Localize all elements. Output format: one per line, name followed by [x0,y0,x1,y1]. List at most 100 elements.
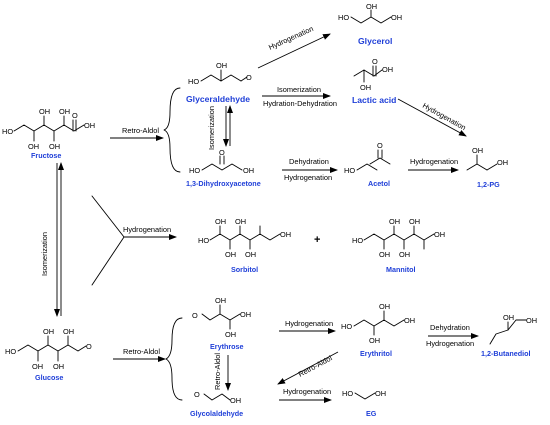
fructose-oh-4: OH [49,142,60,151]
ethylene-glycol-name: EG [366,409,377,418]
label-retro-aldol-erythritol: Retro-Aldol [297,353,334,378]
dha-o: O [219,148,225,157]
hydrogenation-arrow-glycerol [257,33,331,69]
label-hydrogenation-pg: Hydrogenation [410,157,458,166]
fructose-oh-3: OH [39,107,50,116]
label-retro-aldol-erythrose: Retro-Aldol [213,353,222,390]
sorbitol-oh-3: OH [235,217,246,226]
erythritol-structure: HO OH OH OH [341,302,415,345]
label-hydrogenation-acetol: Hydrogenation [284,173,332,182]
label-retro-aldol-glucose: Retro-Aldol [123,347,160,356]
glycerol-name: Glycerol [358,36,392,46]
glucose-structure: HO OH OH OH OH O [5,327,92,371]
erythritol-ho: HO [341,322,352,331]
glycolaldehyde-oh: OH [230,396,241,405]
dihydroxyacetone-name: 1,3-Dihydroxyacetone [186,179,261,188]
pg-oh-1: OH [472,146,483,155]
mannitol-oh-2: OH [389,217,400,226]
dha-oh: OH [243,166,254,175]
mannitol-oh-4: OH [409,217,420,226]
glycolaldehyde-o: O [194,390,200,399]
sorbitol-oh-2: OH [225,250,236,259]
glyceraldehyde-structure: HO OH O [188,61,252,86]
sorbitol-ho: HO [198,236,209,245]
glucose-ho: HO [5,347,16,356]
glycerol-ho: HO [338,13,349,22]
glucose-oh-4: OH [63,327,74,336]
propylene-glycol-structure: OH OH [466,146,508,171]
glyceraldehyde-name: Glyceraldehyde [186,94,250,104]
erythritol-oh-3: OH [404,316,415,325]
brace-trioses [163,87,181,173]
fructose-ho: HO [2,127,13,136]
glycolaldehyde-structure: O OH [194,390,241,405]
lactic-o: O [372,57,378,66]
mannitol-oh-1: OH [379,250,390,259]
erythrose-name: Erythrose [210,342,244,351]
fructose-oh-2: OH [28,142,39,151]
glyceraldehyde-ho: HO [188,77,199,86]
label-hydrogenation-glycerol: Hydrogenation [267,24,315,52]
eg-ho: HO [342,389,353,398]
glucose-name: Glucose [35,373,63,382]
fructose-name: Fructose [31,151,61,160]
fructose-oh-5: OH [59,107,70,116]
glyceraldehyde-o: O [246,73,252,82]
junction-hexitols [91,195,125,286]
label-hydrogenation-butanediol: Hydrogenation [426,339,474,348]
plus-sign: + [314,234,320,246]
pg-oh-2: OH [497,158,508,167]
erythrose-oh-1: OH [215,296,226,305]
sorbitol-oh-5: OH [280,230,291,239]
erythrose-structure: O OH OH OH [192,296,251,339]
dihydroxyacetone-structure: HO O OH [189,148,254,175]
retro-aldol-arrow-erythritol [277,351,339,385]
propylene-glycol-name: 1,2-PG [477,180,500,189]
sorbitol-name: Sorbitol [231,265,258,274]
fructose-o: O [72,111,78,120]
label-hydrogenation-eg: Hydrogenation [283,387,331,396]
butanediol-structure: OH OH [489,313,537,345]
hydrogenation-arrow-lactic [397,98,467,137]
label-hydrogenation-hexitols: Hydrogenation [123,225,171,234]
label-hydrogenation-erythrose: Hydrogenation [285,319,333,328]
sorbitol-oh-1: OH [215,217,226,226]
erythrose-oh-2: OH [225,330,236,339]
erythrose-o: O [192,311,198,320]
erythritol-name: Erythritol [360,349,392,358]
label-isomerization-trioses: Isomerization [207,106,216,150]
lactic-oh: OH [360,83,371,92]
label-hydrogenation-lactic: Hydrogenation [421,101,467,132]
label-retro-aldol-fructose: Retro-Aldol [122,126,159,135]
acetol-name: Acetol [368,179,390,188]
lactic-acid-structure: OH O OH [353,57,393,92]
ethylene-glycol-structure: HO OH [342,389,386,400]
butanediol-oh-2: OH [526,316,537,325]
fructose-structure: HO OH OH OH OH O OH [2,107,95,151]
glyceraldehyde-oh: OH [216,61,227,70]
acetol-ho: HO [344,166,355,175]
mannitol-ho: HO [352,236,363,245]
eg-oh: OH [375,389,386,398]
sorbitol-oh-4: OH [245,250,256,259]
erythritol-oh-2: OH [379,302,390,311]
mannitol-structure: HO OH OH OH OH OH [352,217,445,259]
butanediol-oh-1: OH [503,313,514,322]
label-isomerization: Isomerization [277,85,321,94]
fructose-oh-1: OH [84,121,95,130]
sorbitol-structure: HO OH OH OH OH OH [198,217,291,259]
brace-c4-c2 [165,317,183,401]
mannitol-oh-3: OH [399,250,410,259]
lactic-acid-name: Lactic acid [352,95,396,105]
erythritol-oh-1: OH [369,336,380,345]
glucose-oh-3: OH [53,362,64,371]
erythrose-oh-3: OH [240,310,251,319]
dha-ho: HO [189,166,200,175]
butanediol-name: 1,2-Butanediol [481,349,531,358]
mannitol-name: Mannitol [386,265,416,274]
acetol-o: O [377,141,383,150]
glucose-oh-2: OH [43,327,54,336]
glycerol-oh-1: OH [366,2,377,11]
label-isomerization-glucose: Isomerization [40,232,49,276]
